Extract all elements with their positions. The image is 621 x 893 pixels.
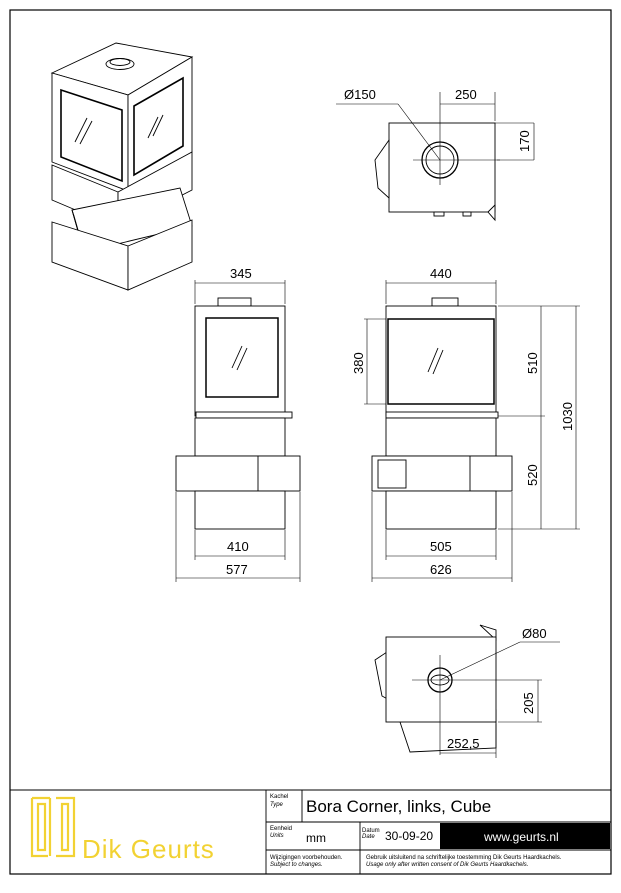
side-reflection xyxy=(231,345,243,369)
dim-top-offset-y: 170 xyxy=(517,130,532,152)
side-band xyxy=(194,417,286,457)
date-label-nl: Datum xyxy=(362,828,380,834)
iso-reflection xyxy=(79,120,93,145)
front-reflection xyxy=(427,347,439,373)
iso-reflection xyxy=(147,116,159,139)
dim-side-total-width: 577 xyxy=(226,562,248,577)
dim-top-pipe-diameter: Ø150 xyxy=(344,87,376,102)
iso-glass-right xyxy=(133,76,184,177)
brand-wordmark: Dik Geurts xyxy=(82,834,215,864)
dim-front-total-height: 1030 xyxy=(560,402,575,431)
usage-note-nl: Gebruik uitsluitend na schriftelijke toe… xyxy=(366,855,562,861)
changes-note-en: Subject to changes. xyxy=(270,862,323,868)
usage-note-en: Usage only after written consent of Dik … xyxy=(366,862,528,868)
unit-value: mm xyxy=(306,831,326,845)
side-rotating-block xyxy=(175,455,301,492)
front-door-panel xyxy=(377,459,407,489)
dim-top-offset-x: 250 xyxy=(455,87,477,102)
logo-mark-outer xyxy=(30,796,76,858)
front-glass xyxy=(387,318,495,405)
unit-label-nl: Eenheid xyxy=(270,826,292,832)
isometric-view xyxy=(50,42,194,291)
side-view xyxy=(175,280,301,582)
dim-front-lower-width: 505 xyxy=(430,539,452,554)
side-reflection xyxy=(236,347,248,371)
product-type: Bora Corner, links, Cube xyxy=(306,797,491,816)
type-label-nl: Kachel xyxy=(270,794,288,800)
iso-reflection xyxy=(152,114,164,137)
side-base xyxy=(194,490,286,530)
brand-logo: Dik Geurts xyxy=(30,796,215,864)
side-base-trim xyxy=(195,411,293,419)
dim-bottom-offset-x: 252,5 xyxy=(447,736,480,751)
bottom-view xyxy=(374,624,560,758)
front-flue-collar xyxy=(431,297,459,307)
bottom-rotated-corner xyxy=(479,624,497,642)
iso-base-right xyxy=(127,219,193,291)
front-view xyxy=(364,280,580,582)
front-base-trim xyxy=(385,411,499,419)
front-upper-body xyxy=(385,305,497,417)
dim-bottom-offset-y: 205 xyxy=(521,692,536,714)
iso-glass-left xyxy=(60,88,123,183)
dim-front-glass-height: 380 xyxy=(351,352,366,374)
dim-front-total-width: 626 xyxy=(430,562,452,577)
front-reflection xyxy=(432,349,444,375)
front-base xyxy=(385,490,497,530)
dim-side-lower-width: 410 xyxy=(227,539,249,554)
date-value: 30-09-20 xyxy=(385,829,433,843)
website-cell xyxy=(440,823,610,849)
dim-front-lower-height: 520 xyxy=(525,464,540,486)
website-link[interactable]: www.geurts.nl xyxy=(483,830,559,844)
type-label-en: Type xyxy=(270,802,284,808)
unit-label-en: Units xyxy=(270,833,284,839)
top-view-rotated-corner xyxy=(487,203,496,222)
sheet-border xyxy=(9,9,612,875)
front-band xyxy=(385,417,497,457)
top-view-foot xyxy=(433,211,445,217)
diameter-leader xyxy=(439,641,521,681)
dim-side-width: 345 xyxy=(230,266,252,281)
diameter-leader xyxy=(397,103,441,161)
iso-flue-collar xyxy=(105,58,135,70)
dim-front-width: 440 xyxy=(430,266,452,281)
side-flue-collar xyxy=(217,297,252,307)
dim-front-upper-height: 510 xyxy=(525,352,540,374)
dim-bottom-pipe-diameter: Ø80 xyxy=(522,626,547,641)
iso-reflection xyxy=(74,117,88,143)
changes-note-nl: Wijzigingen voorbehouden. xyxy=(270,855,343,861)
front-rotating-block xyxy=(371,455,513,492)
date-label-en: Date xyxy=(362,834,375,840)
side-upper-body xyxy=(194,305,286,417)
title-block xyxy=(10,789,611,874)
top-view-body xyxy=(388,122,496,213)
side-glass xyxy=(205,317,279,398)
top-view xyxy=(336,92,535,222)
top-view-rotated-corner xyxy=(374,138,390,200)
top-view-foot xyxy=(462,211,472,217)
iso-flue-inner xyxy=(109,58,131,66)
